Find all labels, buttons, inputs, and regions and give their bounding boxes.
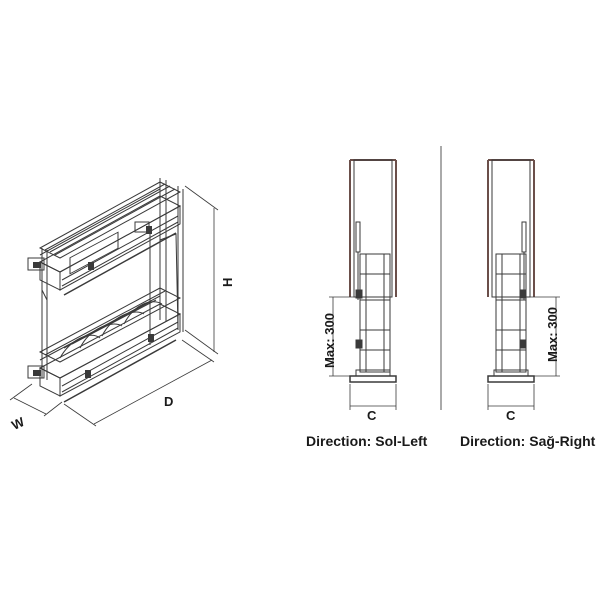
dimension-lines (9, 185, 219, 427)
frame-posts (41, 178, 184, 380)
upper-brackets (33, 226, 152, 270)
d-dimension-label: D (164, 394, 173, 409)
lower-brackets (33, 334, 154, 378)
direction-caption-right: Direction: Sağ-Right (460, 433, 596, 449)
front-view-left (329, 159, 397, 410)
max-300-label-right: Max: 300 (545, 307, 560, 362)
cabinet-right (487, 159, 535, 297)
lower-basket (27, 287, 182, 403)
upper-basket (27, 181, 182, 296)
front-view-right (487, 159, 560, 410)
isometric-pullout-unit (9, 178, 219, 427)
c-dimension-label-right: C (506, 408, 516, 423)
w-dimension-label: W (9, 414, 27, 433)
cabinet-left (349, 159, 397, 297)
direction-caption-left: Direction: Sol-Left (306, 433, 428, 449)
max-300-label-left: Max: 300 (322, 313, 337, 368)
back-frame (41, 233, 179, 331)
h-dimension-label: H (220, 278, 235, 287)
c-dimension-label-left: C (367, 408, 377, 423)
